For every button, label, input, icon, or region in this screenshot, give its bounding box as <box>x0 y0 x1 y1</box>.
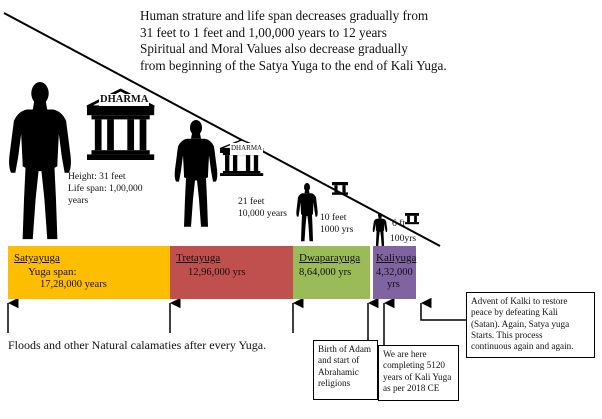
yuga-span-value: 12,96,000 yrs <box>188 267 246 278</box>
note-line: peace by defeating Kali <box>471 307 558 318</box>
dharma-label-satya: DHARMA <box>99 94 150 106</box>
arrow-kalki <box>420 297 466 321</box>
note-line: and start of <box>318 355 360 366</box>
yuga-span-value: 8,64,000 yrs <box>299 267 352 278</box>
dwapara-life-label: 1000 yrs <box>320 224 354 235</box>
treta-figure-silhouette <box>174 120 218 227</box>
yuga-name: Dwaparayuga <box>299 252 361 264</box>
yuga-name: Tretayuga <box>176 252 221 264</box>
note-line: We are here <box>383 349 427 359</box>
note-line: Advent of Kalki to restore <box>471 296 568 306</box>
dharma-label-treta: DHARMA <box>230 143 264 155</box>
kali-figure-silhouette <box>372 213 388 246</box>
intro-text: Human strature and life span decreases g… <box>140 8 470 74</box>
floods-text: Floods and other Natural calamaties afte… <box>8 338 267 352</box>
yuga-span-value: 17,28,000 years <box>40 279 107 290</box>
kali-life-label: 100yrs <box>390 233 417 244</box>
yuga-span-value: 4,32,000 <box>376 267 413 278</box>
note-line: (Satan). Again, Satya yuga <box>471 318 570 329</box>
intro-line: 31 feet to 1 feet and 1,00,000 years to … <box>140 24 387 40</box>
dwapara-height-label: 10 feet <box>320 212 347 223</box>
dwapara-temple-icon <box>332 182 348 195</box>
note-line: Abrahamic <box>318 366 359 377</box>
yuga-span-unit: yrs <box>387 279 400 290</box>
yuga-satya: Satyayuga Yuga span: 17,28,000 years <box>8 246 170 299</box>
intro-line: from beginning of the Satya Yuga to the … <box>140 57 447 73</box>
decline-line <box>3 12 441 247</box>
satya-life-label-cont: years <box>68 195 89 206</box>
treta-life-label: 10,000 years <box>238 208 288 219</box>
yuga-kali: Kaliyuga 4,32,000 yrs <box>373 246 416 299</box>
yuga-name: Satyayuga <box>14 252 60 264</box>
yuga-treta: Tretayuga 12,96,000 yrs <box>170 246 293 299</box>
treta-height-label: 21 feet <box>238 196 265 207</box>
note-line: as per 2018 CE <box>383 382 440 393</box>
note-kalki: Advent of Kalki to restore peace by defe… <box>466 292 595 358</box>
kali-temple-icon <box>405 213 419 225</box>
note-adam: Birth of Adam and start of Abrahamic rel… <box>313 340 378 400</box>
note-line: completing 5120 <box>383 360 446 371</box>
note-line: continuous again and again. <box>471 341 574 352</box>
intro-line: Spiritual and Moral Values also decrease… <box>140 41 408 56</box>
kali-height-label: 6 ft <box>392 218 406 229</box>
note-line: years of Kali Yuga <box>383 371 452 382</box>
note-we-are-here: We are here completing 5120 years of Kal… <box>378 345 459 401</box>
satya-figure-silhouette <box>9 82 71 240</box>
yuga-name: Kaliyuga <box>376 252 417 264</box>
intro-line: Human strature and life span decreases g… <box>140 8 429 23</box>
note-line: religions <box>318 377 351 388</box>
satya-life-label: Life span: 1,00,000 <box>68 183 143 194</box>
satya-height-label: Height: 31 feet <box>68 171 126 182</box>
note-line: Starts. This process <box>471 329 543 340</box>
yuga-span-label: Yuga span: <box>28 266 77 278</box>
yuga-dwapara: Dwaparayuga 8,64,000 yrs <box>293 246 370 299</box>
note-line: Birth of Adam <box>318 344 372 354</box>
dwapara-figure-silhouette <box>296 183 318 242</box>
